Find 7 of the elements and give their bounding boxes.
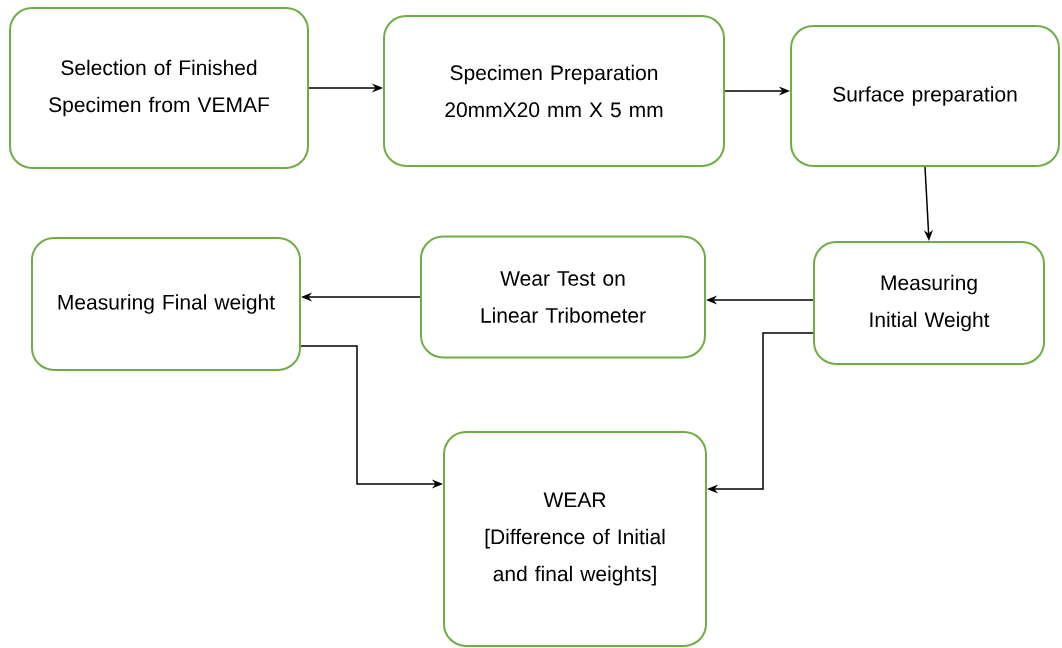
- process-box: Surface preparation: [790, 25, 1060, 167]
- process-box: Wear Test on Linear Tribometer: [420, 235, 706, 359]
- process-box: Measuring Initial Weight: [813, 241, 1045, 365]
- process-box: WEAR [Difference of Initial and final weights]: [443, 431, 707, 647]
- process-box: Selection of Finished Specimen from VEMAF: [9, 7, 309, 169]
- process-box: Measuring Final weight: [31, 237, 301, 371]
- process-box: Specimen Preparation 20mmX20 mm X 5 mm: [383, 15, 725, 167]
